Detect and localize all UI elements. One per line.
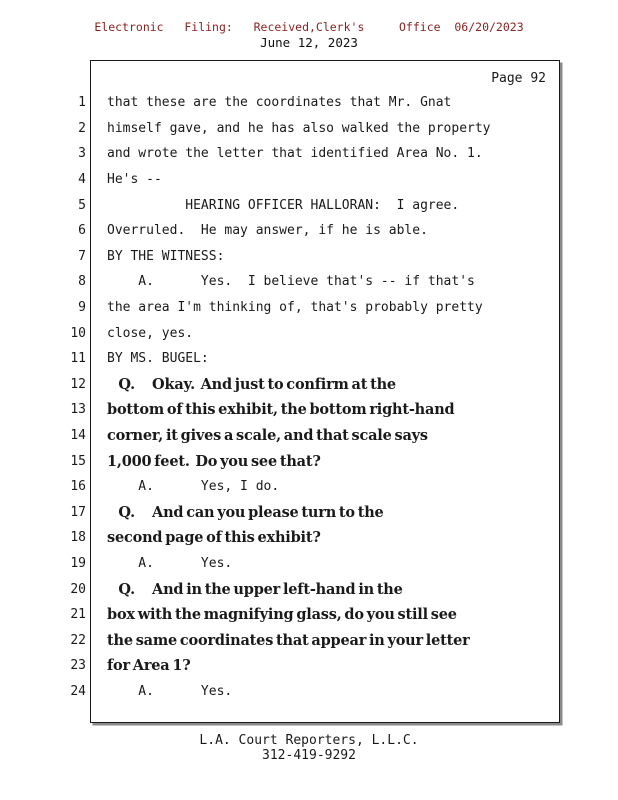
line-number: 15 <box>70 453 86 469</box>
transcript-line: 11 BY MS. BUGEL: <box>0 346 618 372</box>
line-text: A. Yes. <box>107 555 233 571</box>
line-text: and wrote the letter that identified Are… <box>107 146 483 162</box>
reporter-phone: 312-419-9292 <box>262 748 356 763</box>
line-text: BY THE WITNESS: <box>107 248 225 264</box>
line-number: 1 <box>78 95 86 111</box>
line-number: 22 <box>70 632 86 648</box>
transcript-line: 3 and wrote the letter that identified Ar… <box>0 141 618 167</box>
transcript-line: 14 corner, it gives a scale, and that sca… <box>0 423 618 449</box>
transcript-line: 24 A. Yes. <box>0 679 618 705</box>
line-text: corner, it gives a scale, and that scale… <box>107 427 428 445</box>
page-number-label: Page 92 <box>491 71 546 86</box>
line-number: 8 <box>78 274 86 290</box>
transcript-line: 16 A. Yes, I do. <box>0 474 618 500</box>
line-number: 21 <box>70 607 86 623</box>
line-text: for Area 1? <box>107 657 191 675</box>
transcript-line: 20 Q. And in the upper left-hand in the <box>0 576 618 602</box>
efiling-stamp: Electronic Filing: Received,Clerk's Offi… <box>94 20 524 34</box>
line-text: Overruled. He may answer, if he is able. <box>107 223 428 239</box>
line-text: himself gave, and he has also walked the… <box>107 120 491 136</box>
line-number: 7 <box>78 248 86 264</box>
line-text: 1,000 feet. Do you see that? <box>107 452 321 470</box>
transcript-line: 2 himself gave, and he has also walked th… <box>0 116 618 142</box>
line-number: 3 <box>78 146 86 162</box>
line-number: 10 <box>70 325 86 341</box>
line-number: 20 <box>70 581 86 597</box>
transcript-line: 10 close, yes. <box>0 320 618 346</box>
transcript-line: 22 the same coordinates that appear in yo… <box>0 627 618 653</box>
line-text: second page of this exhibit? <box>107 529 321 547</box>
transcript-line: 13 bottom of this exhibit, the bottom rig… <box>0 397 618 423</box>
line-number: 9 <box>78 300 86 316</box>
line-number: 24 <box>70 683 86 699</box>
line-number: 4 <box>78 172 86 188</box>
line-number: 11 <box>70 351 86 367</box>
reporter-company: L.A. Court Reporters, L.L.C. <box>199 733 419 748</box>
transcript-line: 7 BY THE WITNESS: <box>0 244 618 270</box>
line-number: 12 <box>70 376 86 392</box>
transcript-line: 1 that these are the coordinates that Mr.… <box>0 90 618 116</box>
transcript-line: 8 A. Yes. I believe that's -- if that's <box>0 269 618 295</box>
transcript-line: 4 He's -- <box>0 167 618 193</box>
transcript-lines: 1 that these are the coordinates that Mr.… <box>0 90 618 704</box>
line-text: A. Yes. I believe that's -- if that's <box>107 274 475 290</box>
line-text: Q. Okay. And just to confirm at the <box>107 375 396 393</box>
line-number: 17 <box>70 504 86 520</box>
line-text: HEARING OFFICER HALLORAN: I agree. <box>107 197 460 213</box>
line-text: that these are the coordinates that Mr. … <box>107 95 452 111</box>
line-text: A. Yes. <box>107 683 233 699</box>
line-text: Q. And in the upper left-hand in the <box>107 580 403 598</box>
line-text: bottom of this exhibit, the bottom right… <box>107 401 455 419</box>
transcript-line: 19 A. Yes. <box>0 551 618 577</box>
line-text: BY MS. BUGEL: <box>107 351 209 367</box>
line-number: 19 <box>70 555 86 571</box>
line-number: 16 <box>70 479 86 495</box>
line-text: Q. And can you please turn to the <box>107 503 384 521</box>
transcript-border-box <box>90 60 560 723</box>
hearing-date: June 12, 2023 <box>260 35 358 50</box>
line-number: 2 <box>78 120 86 136</box>
line-text: the same coordinates that appear in your… <box>107 631 470 649</box>
transcript-line: 9 the area I'm thinking of, that's probab… <box>0 295 618 321</box>
transcript-line: 17 Q. And can you please turn to the <box>0 500 618 526</box>
line-number: 5 <box>78 197 86 213</box>
line-number: 23 <box>70 658 86 674</box>
line-number: 6 <box>78 223 86 239</box>
transcript-line: 18 second page of this exhibit? <box>0 525 618 551</box>
line-number: 18 <box>70 530 86 546</box>
line-text: box with the magnifying glass, do you st… <box>107 606 457 624</box>
line-text: close, yes. <box>107 325 194 341</box>
transcript-line: 15 1,000 feet. Do you see that? <box>0 448 618 474</box>
transcript-line: 23 for Area 1? <box>0 653 618 679</box>
transcript-line: 5 HEARING OFFICER HALLORAN: I agree. <box>0 192 618 218</box>
reporter-footer: L.A. Court Reporters, L.L.C. 312-419-929… <box>0 733 618 763</box>
line-number: 14 <box>70 428 86 444</box>
line-text: the area I'm thinking of, that's probabl… <box>107 300 483 316</box>
line-text: A. Yes, I do. <box>107 479 280 495</box>
line-text: He's -- <box>107 172 162 188</box>
transcript-line: 21 box with the magnifying glass, do you … <box>0 602 618 628</box>
transcript-line: 12 Q. Okay. And just to confirm at the <box>0 372 618 398</box>
line-number: 13 <box>70 402 86 418</box>
transcript-line: 6 Overruled. He may answer, if he is able… <box>0 218 618 244</box>
